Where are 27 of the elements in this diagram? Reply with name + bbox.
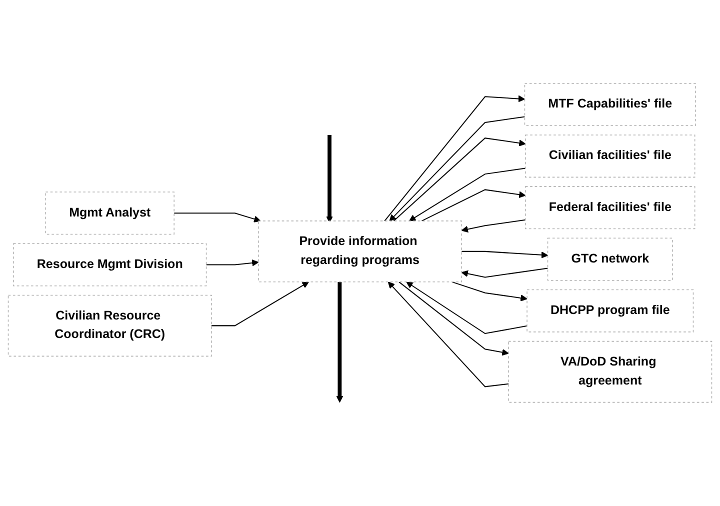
arrow bbox=[422, 189, 526, 222]
arrow bbox=[406, 282, 528, 334]
process-box: Mgmt Analyst bbox=[45, 192, 174, 235]
arrow bbox=[388, 282, 509, 388]
arrow bbox=[452, 281, 528, 302]
process-box: Civilian facilities' file bbox=[525, 134, 696, 178]
arrow bbox=[326, 134, 333, 223]
process-box: DHCPP program file bbox=[526, 289, 694, 332]
arrow bbox=[389, 116, 525, 222]
arrow bbox=[206, 259, 259, 266]
arrow bbox=[461, 219, 526, 233]
process-box: GTC network bbox=[547, 238, 673, 281]
arrow bbox=[461, 268, 548, 278]
process-box: Civilian Resource Coordinator (CRC) bbox=[8, 294, 212, 357]
process-box: Provide information regarding programs bbox=[258, 220, 462, 282]
arrow bbox=[211, 282, 309, 326]
arrow bbox=[408, 168, 526, 222]
arrow bbox=[336, 282, 344, 403]
arrow bbox=[462, 250, 548, 258]
arrow bbox=[174, 212, 261, 222]
process-box: VA/DoD Sharing agreement bbox=[508, 340, 712, 403]
process-box: MTF Capabilities' file bbox=[524, 83, 696, 126]
arrow bbox=[398, 282, 509, 356]
process-box: Federal facilities' file bbox=[525, 186, 696, 230]
arrow bbox=[384, 95, 526, 222]
arrow bbox=[393, 138, 526, 222]
process-box: Resource Mgmt Division bbox=[13, 243, 207, 286]
